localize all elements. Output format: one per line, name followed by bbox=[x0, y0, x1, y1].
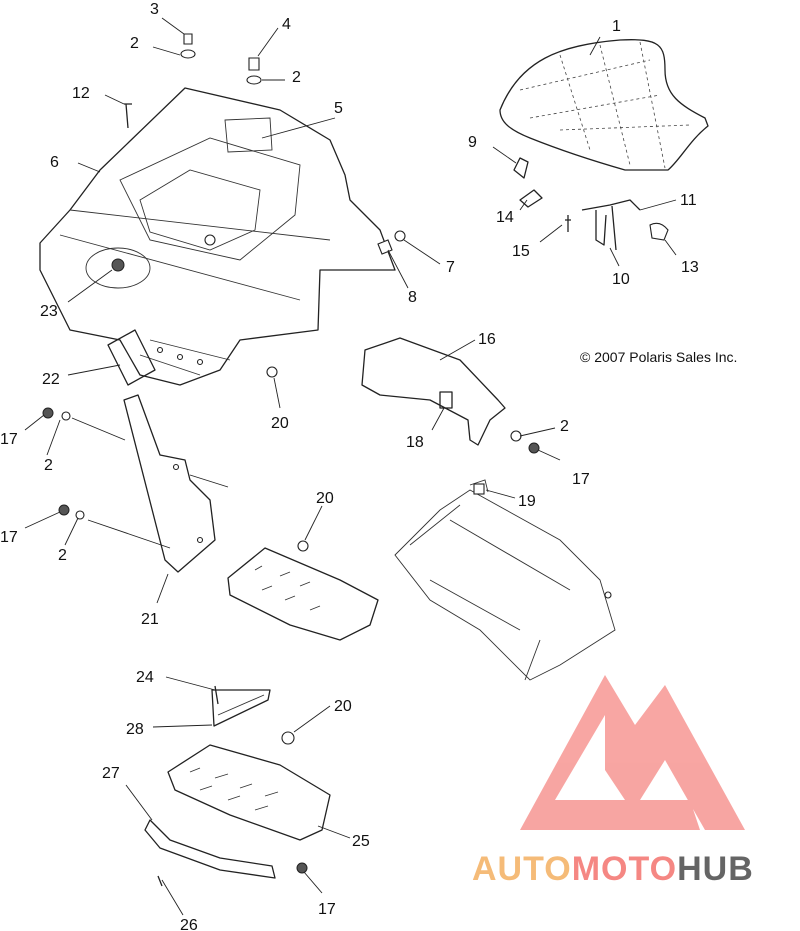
callout-13: 13 bbox=[681, 259, 699, 276]
callout-5: 5 bbox=[334, 100, 343, 117]
fastener-hardware bbox=[124, 33, 406, 255]
callout-28: 28 bbox=[126, 721, 144, 738]
callout-2: 2 bbox=[130, 35, 139, 52]
heat-shield bbox=[361, 337, 540, 454]
footrest-upper bbox=[227, 366, 379, 641]
callout-20a: 20 bbox=[271, 415, 289, 432]
frame-section bbox=[394, 479, 616, 681]
callout-15: 15 bbox=[512, 243, 530, 260]
callout-25: 25 bbox=[352, 833, 370, 850]
callout-17c: 17 bbox=[0, 529, 18, 546]
callout-9: 9 bbox=[468, 134, 477, 151]
footrest-lower bbox=[144, 685, 331, 887]
callout-6: 6 bbox=[50, 154, 59, 171]
callout-23: 23 bbox=[40, 303, 58, 320]
callout-labels: 1 2 3 4 2 5 6 12 9 14 11 15 10 13 7 8 23… bbox=[0, 1, 737, 931]
decal-22 bbox=[107, 329, 156, 386]
copyright-text: © 2007 Polaris Sales Inc. bbox=[580, 349, 737, 365]
callout-14: 14 bbox=[496, 209, 514, 226]
callout-22: 22 bbox=[42, 371, 60, 388]
callout-2d: 2 bbox=[44, 457, 53, 474]
callout-2b: 2 bbox=[292, 69, 301, 86]
callout-27: 27 bbox=[102, 765, 120, 782]
callout-10: 10 bbox=[612, 271, 630, 288]
callout-17a: 17 bbox=[572, 471, 590, 488]
callout-1: 1 bbox=[612, 18, 621, 35]
rear-fender bbox=[39, 87, 396, 386]
callout-16: 16 bbox=[478, 331, 496, 348]
callout-20b: 20 bbox=[316, 490, 334, 507]
callout-2e: 2 bbox=[58, 547, 67, 564]
svg-text:AUTOMOTOHUB: AUTOMOTOHUB bbox=[472, 850, 754, 888]
callout-19: 19 bbox=[518, 493, 536, 510]
seat-latch-parts bbox=[513, 157, 669, 251]
callout-17d: 17 bbox=[318, 901, 336, 918]
callout-24: 24 bbox=[136, 669, 154, 686]
watermark-hub: HUB bbox=[677, 850, 754, 888]
callout-4: 4 bbox=[282, 16, 291, 33]
callout-2c: 2 bbox=[560, 418, 569, 435]
callout-18: 18 bbox=[406, 434, 424, 451]
automotohub-watermark: AUTOMOTOHUB bbox=[472, 675, 754, 888]
watermark-moto: MOTO bbox=[572, 850, 677, 888]
watermark-auto: AUTO bbox=[472, 850, 572, 888]
callout-12: 12 bbox=[72, 85, 90, 102]
callout-7: 7 bbox=[446, 259, 455, 276]
callout-21: 21 bbox=[141, 611, 159, 628]
callout-8: 8 bbox=[408, 289, 417, 306]
bracket-21 bbox=[42, 394, 229, 573]
callout-11: 11 bbox=[680, 192, 697, 209]
callout-20c: 20 bbox=[334, 698, 352, 715]
callout-17b: 17 bbox=[0, 431, 18, 448]
leader-lines bbox=[24, 17, 677, 916]
seat bbox=[499, 39, 709, 171]
callout-3: 3 bbox=[150, 1, 159, 18]
watermark-logo-icon bbox=[520, 675, 745, 830]
callout-26: 26 bbox=[180, 917, 198, 931]
